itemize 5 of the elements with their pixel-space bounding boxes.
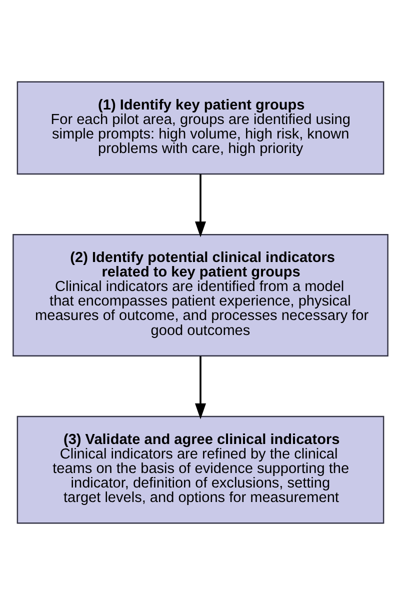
arrow (194, 174, 206, 237)
node-box: (3) Validate and agree clinical indicators Clinical indicators are refined by the clinical teams on the basis of evidence supporting the indicator, definition of exclusions, setting target levels, and options for measurement (16, 415, 384, 524)
node-box: (2) Identify potential clinical indicators related to key patient groups Clinical indicators are identified from a model that encompasses patient experience, physical measures of outcome, and processes necessary for good outcomes (12, 234, 388, 356)
node-box: (1) Identify key patient groups For each pilot area, groups are identified using simple prompts: high volume, high risk, known problems with care, high priority (16, 80, 384, 174)
arrow (194, 356, 206, 419)
